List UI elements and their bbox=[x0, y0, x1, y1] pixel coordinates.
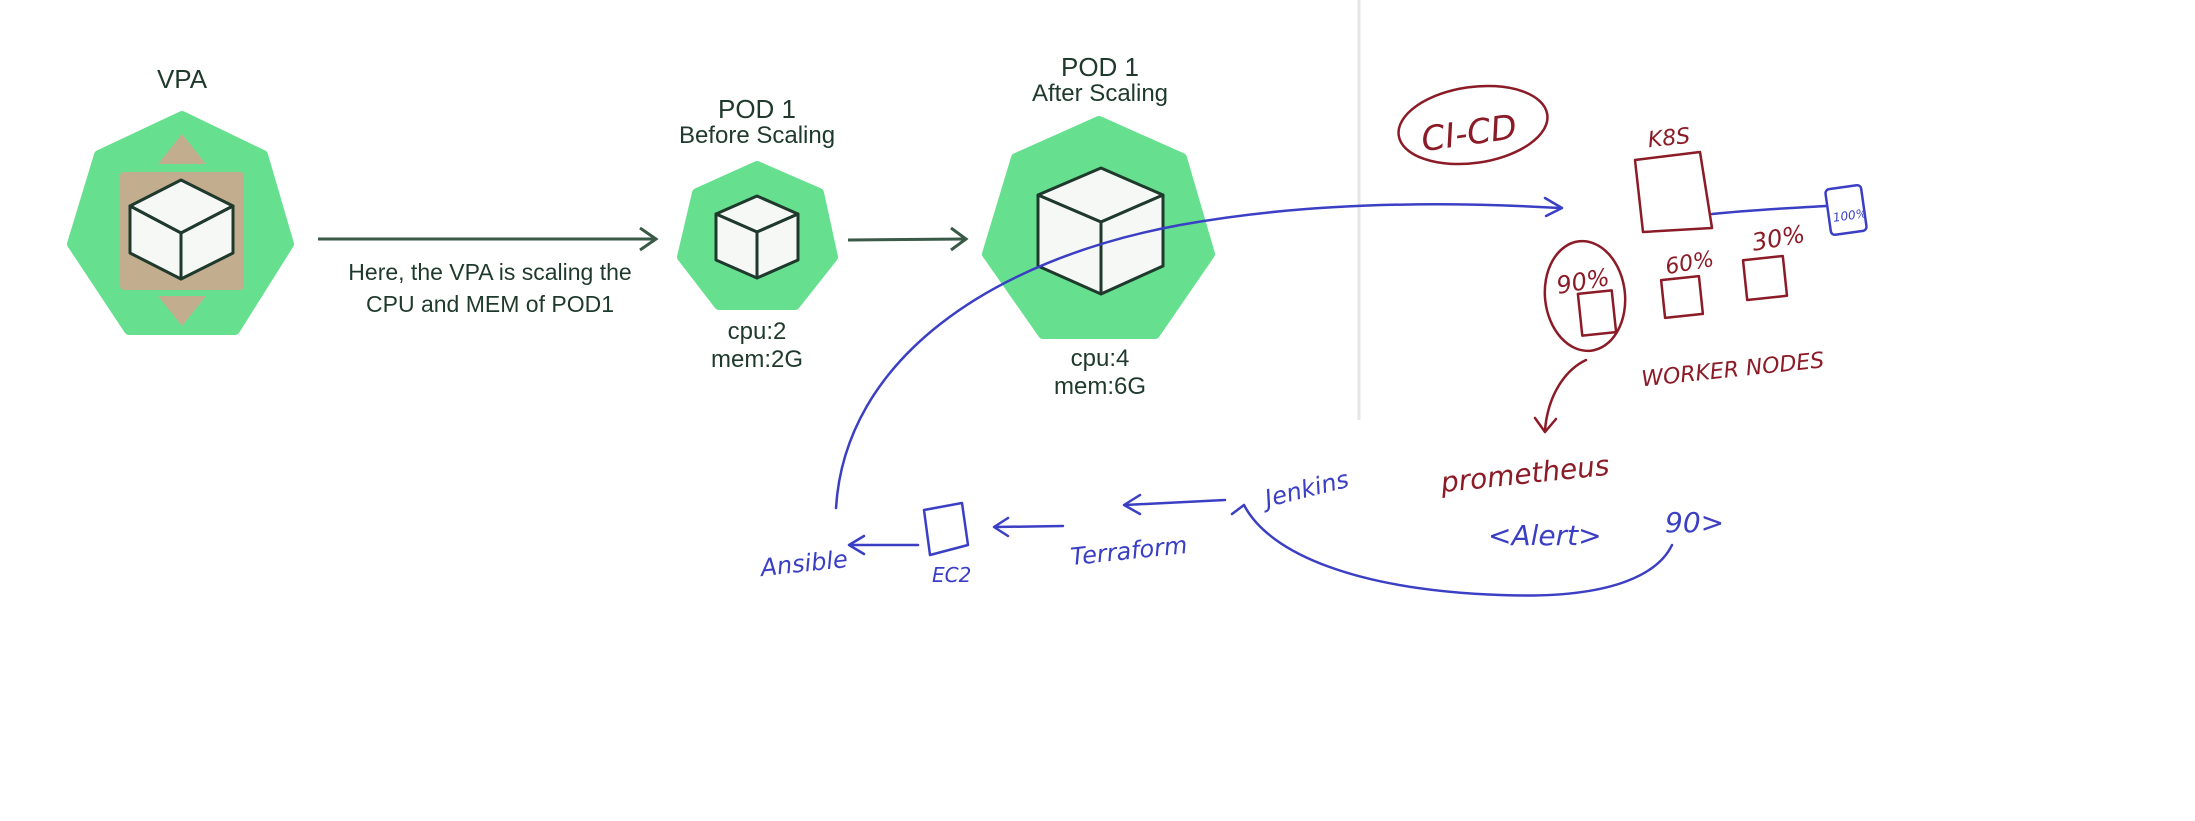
node-90-box bbox=[1576, 289, 1618, 337]
pod-before-cpu: cpu:2 bbox=[727, 318, 787, 345]
pod-before-cube-icon bbox=[714, 194, 800, 280]
scaling-arrow bbox=[318, 226, 659, 252]
jenkins-label: Jenkins bbox=[1258, 465, 1351, 514]
pod-after-subtitle: After Scaling bbox=[1031, 80, 1169, 107]
k8s-box bbox=[1633, 150, 1714, 234]
vpa-cube-icon bbox=[128, 178, 235, 281]
pod-before-subtitle: Before Scaling bbox=[678, 122, 836, 149]
ansible-label: Ansible bbox=[757, 545, 849, 582]
cicd-label: CI-CD bbox=[1419, 107, 1520, 160]
pod-after-node bbox=[982, 116, 1215, 339]
worker-nodes-label: WORKER NODES bbox=[1640, 348, 1825, 392]
percent-30-label: 30% bbox=[1750, 220, 1807, 257]
node-100-label: 100% bbox=[1832, 206, 1868, 225]
ec2-label: EC2 bbox=[932, 563, 971, 587]
scaling-description: Here, the VPA is scaling the CPU and MEM… bbox=[310, 256, 670, 320]
ansible-to-k8s-curve bbox=[834, 203, 1562, 510]
jenkins-to-alert-curve bbox=[1230, 503, 1674, 597]
blue-handwriting bbox=[834, 183, 1868, 597]
k8s-arrowhead bbox=[1543, 196, 1564, 218]
node-to-prometheus-arrow bbox=[1543, 358, 1588, 432]
node-90-ellipse bbox=[1543, 239, 1627, 353]
vpa-node bbox=[67, 111, 294, 335]
pod-after-mem: mem:6G bbox=[1053, 373, 1146, 400]
red-handwriting bbox=[1397, 84, 1789, 434]
red-handwritten-text: CI-CD K8S 90% 60% 30% WORKER NODES prome… bbox=[1419, 107, 1826, 499]
description-line-1: Here, the VPA is scaling the bbox=[348, 259, 632, 285]
prometheus-label: prometheus bbox=[1438, 449, 1611, 500]
percent-60-label: 60% bbox=[1663, 247, 1716, 280]
pod-transition-arrow bbox=[847, 226, 969, 252]
k8s-label: K8S bbox=[1647, 124, 1692, 153]
pod-after-cpu: cpu:4 bbox=[1070, 345, 1130, 372]
pod-before-title: POD 1 bbox=[717, 94, 797, 124]
pod-before-mem: mem:2G bbox=[710, 346, 803, 373]
percent-90-label: 90% bbox=[1554, 263, 1611, 300]
pod-before-node bbox=[677, 161, 838, 310]
alert-label: <Alert> bbox=[1488, 519, 1602, 552]
vpa-title: VPA bbox=[156, 64, 208, 94]
node-30-box bbox=[1741, 254, 1789, 302]
node-60-box bbox=[1659, 274, 1705, 320]
pod-after-cube-icon bbox=[1036, 166, 1165, 296]
ec2-box bbox=[922, 501, 970, 557]
description-line-2: CPU and MEM of POD1 bbox=[366, 291, 614, 317]
k8s-to-node-line bbox=[1710, 204, 1828, 216]
terraform-label: Terraform bbox=[1069, 531, 1189, 571]
pod-after-title: POD 1 bbox=[1060, 52, 1140, 82]
cicd-ellipse bbox=[1397, 84, 1549, 166]
node-100-box bbox=[1824, 183, 1868, 237]
alert-threshold-label: 90> bbox=[1665, 506, 1724, 539]
